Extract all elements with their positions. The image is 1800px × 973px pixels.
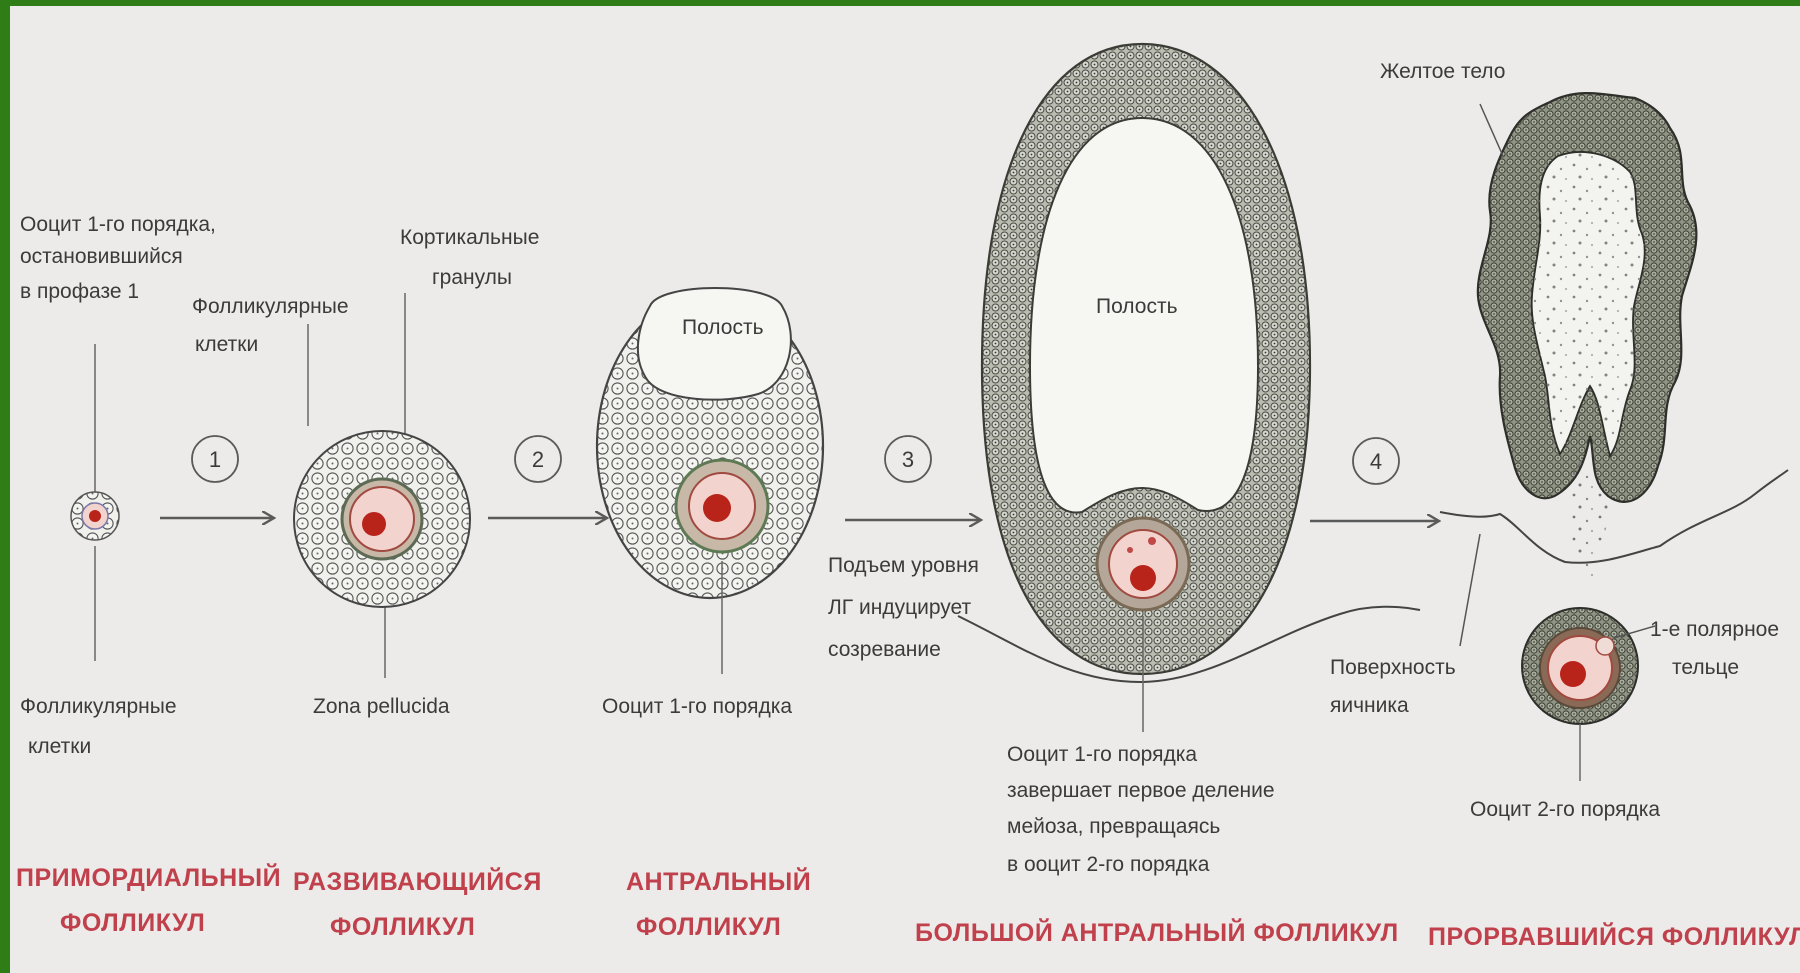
step-arrow-1: 1 bbox=[160, 436, 273, 518]
step-number-2: 2 bbox=[532, 447, 544, 472]
label-cortical-granules-1: Кортикальные bbox=[400, 226, 539, 249]
label-follicular-cells-bottom-2: клетки bbox=[28, 735, 91, 758]
stage-title-primordial-2: ФОЛЛИКУЛ bbox=[60, 909, 205, 937]
label-polar-body-2: тельце bbox=[1672, 656, 1739, 679]
stage-title-antral-1: АНТРАЛЬНЫЙ bbox=[626, 866, 811, 896]
label-cavity-antral: Полость bbox=[682, 316, 764, 339]
stage-title-antral-2: ФОЛЛИКУЛ bbox=[636, 913, 781, 941]
step-number-3: 3 bbox=[902, 447, 914, 472]
label-oocyte-prophase-3: в профазе 1 bbox=[20, 280, 139, 303]
step-number-1: 1 bbox=[209, 447, 221, 472]
label-oocyte-prophase-2: остановившийся bbox=[20, 245, 183, 268]
label-cavity-large: Полость bbox=[1096, 295, 1178, 318]
label-ovary-surface-2: яичника bbox=[1330, 694, 1409, 717]
label-lh-surge-3: созревание bbox=[828, 638, 941, 661]
follicle-development-diagram: Ооцит 1-го порядка, остановившийся в про… bbox=[10, 6, 1800, 973]
stage-title-developing-2: ФОЛЛИКУЛ bbox=[330, 913, 475, 941]
label-oocyte-large-3: мейоза, превращаясь bbox=[1007, 815, 1220, 838]
label-lh-surge-2: ЛГ индуцирует bbox=[828, 596, 972, 619]
primordial-follicle bbox=[71, 344, 119, 661]
label-oocyte-antral: Ооцит 1-го порядка bbox=[602, 695, 792, 718]
label-lh-surge-1: Подъем уровня bbox=[828, 554, 979, 577]
large-antral-follicle bbox=[958, 44, 1420, 732]
label-follicular-cells-bottom-1: Фолликулярные bbox=[20, 695, 177, 718]
developing-follicle bbox=[294, 293, 470, 678]
step-number-4: 4 bbox=[1370, 449, 1382, 474]
label-corpus-luteum: Желтое тело bbox=[1380, 60, 1505, 83]
label-oocyte-large-1: Ооцит 1-го порядка bbox=[1007, 743, 1197, 766]
antral-follicle bbox=[597, 288, 823, 674]
step-arrow-2: 2 bbox=[488, 436, 606, 518]
label-cortical-granules-2: гранулы bbox=[432, 266, 512, 289]
label-oocyte-secondary: Ооцит 2-го порядка bbox=[1470, 798, 1660, 821]
label-ovary-surface-1: Поверхность bbox=[1330, 656, 1456, 679]
label-oocyte-large-4: в ооцит 2-го порядка bbox=[1007, 853, 1210, 876]
diagram-paper: Ооцит 1-го порядка, остановившийся в про… bbox=[10, 6, 1800, 973]
stage-title-primordial-1: ПРИМОРДИАЛЬНЫЙ bbox=[16, 862, 281, 892]
label-polar-body-1: 1-е полярное bbox=[1650, 618, 1779, 641]
label-zona-pellucida: Zona pellucida bbox=[313, 695, 450, 718]
stage-title-ruptured: ПРОРВАВШИЙСЯ ФОЛЛИКУЛ bbox=[1428, 921, 1800, 951]
step-arrow-4: 4 bbox=[1310, 438, 1438, 521]
label-oocyte-prophase-1: Ооцит 1-го порядка, bbox=[20, 213, 216, 236]
step-arrow-3: 3 bbox=[845, 436, 980, 520]
label-oocyte-large-2: завершает первое деление bbox=[1007, 779, 1275, 802]
stage-title-large-antral: БОЛЬШОЙ АНТРАЛЬНЫЙ ФОЛЛИКУЛ bbox=[915, 917, 1399, 947]
stage-title-developing-1: РАЗВИВАЮЩИЙСЯ bbox=[293, 866, 542, 896]
label-follicular-cells-top-2: клетки bbox=[195, 333, 258, 356]
label-follicular-cells-top-1: Фолликулярные bbox=[192, 295, 349, 318]
